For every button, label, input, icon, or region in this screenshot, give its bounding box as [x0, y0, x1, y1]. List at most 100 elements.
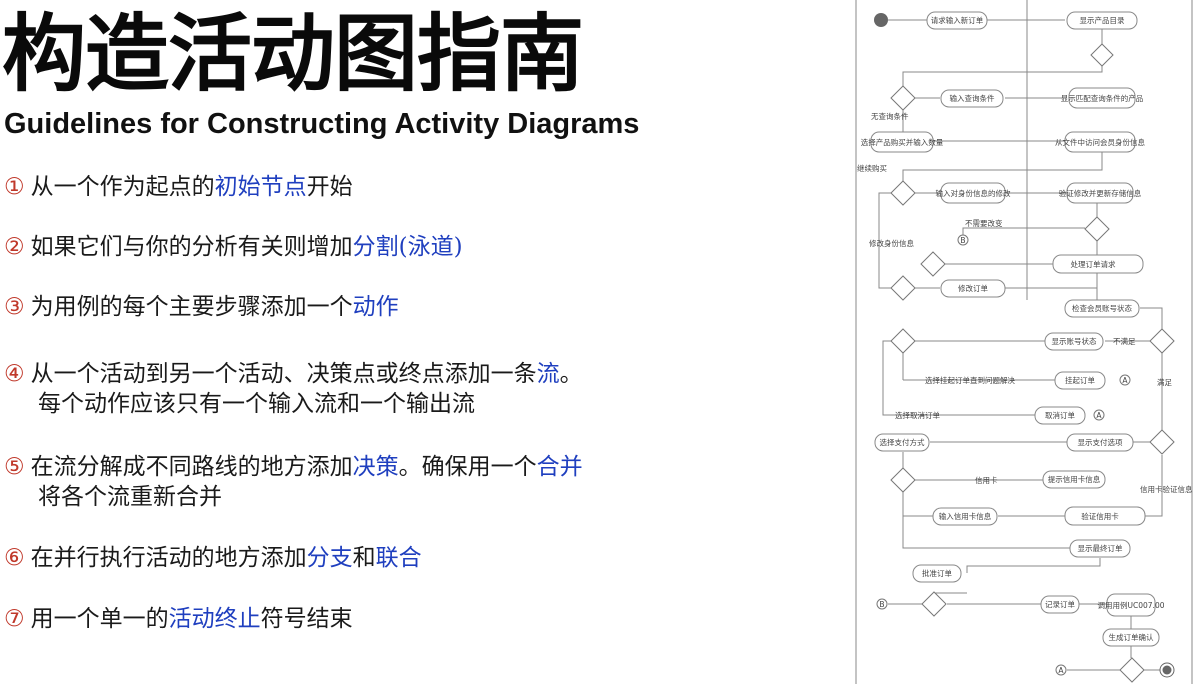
action-node [912, 564, 962, 583]
connector-label: A [1058, 666, 1064, 675]
connector-node [876, 598, 888, 610]
action-label: 生成订单确认 [1109, 632, 1154, 642]
step-keyword: 合并 [536, 454, 583, 480]
page-subtitle: Guidelines for Constructing Activity Dia… [4, 108, 640, 140]
action-label: 选择支付方式 [880, 437, 925, 447]
guard-label: 信用卡 [975, 475, 998, 485]
step-text: 在流分解成不同路线的地方添加 [30, 454, 353, 480]
action-node [1106, 593, 1156, 617]
step-keyword: 流 [536, 361, 560, 387]
action-node [940, 182, 1006, 204]
action-label: 输入查询条件 [950, 93, 995, 103]
action-label: 请求输入新订单 [931, 15, 984, 25]
action-node [1044, 332, 1104, 351]
step-keyword: 初始节点 [214, 174, 307, 200]
flow-labels: 无查询条件 继续购买 不需要改变 修改身份信息 不满足 满足 选择挂起订单直到问… [857, 111, 1193, 494]
action-node [940, 279, 1006, 298]
connector-node [1055, 664, 1067, 676]
step-number: ② [4, 234, 25, 260]
guard-label: 不满足 [1113, 336, 1136, 346]
decision-node [890, 85, 916, 111]
step-number: ⑥ [4, 545, 25, 571]
action-node [1066, 433, 1134, 452]
step-text: 为用例的每个主要步骤添加一个 [30, 294, 353, 320]
step-text: 从一个活动到另一个活动、决策点或终点添加一条 [30, 361, 537, 387]
step-text: 。确保用一个 [398, 454, 537, 480]
action-node [874, 433, 930, 452]
action-label: 调用用例UC007.00 [1098, 600, 1165, 610]
decision-node [1149, 328, 1175, 354]
step-keyword: 分割(泳道) [352, 234, 463, 260]
decision-nodes [890, 43, 1175, 683]
page-title: 构造活动图指南 [2, 5, 584, 103]
guard-label: 无查询条件 [871, 111, 909, 121]
step-number: ⑦ [4, 606, 25, 632]
guard-label: 继续购买 [857, 163, 887, 173]
decision-node [890, 467, 916, 493]
action-node [1066, 11, 1138, 30]
step-text: 在并行执行活动的地方添加 [30, 545, 307, 571]
connector-label: A [1122, 376, 1128, 385]
action-node [870, 131, 934, 153]
action-node [940, 89, 1004, 108]
guard-label: 选择取消订单 [895, 410, 940, 420]
step-keyword: 活动终止 [168, 606, 261, 632]
step-text: 开始 [306, 174, 353, 200]
action-label: 验证修改并更新存储信息 [1059, 188, 1142, 198]
action-label: 修改订单 [958, 283, 988, 293]
action-node [1040, 595, 1080, 614]
action-node [1068, 87, 1136, 109]
action-label: 显示账号状态 [1052, 336, 1097, 346]
step-text: 用一个单一的 [30, 606, 169, 632]
connector-label: B [879, 600, 884, 609]
step-number: ① [4, 174, 25, 200]
decision-node [921, 591, 947, 617]
action-node [1064, 299, 1140, 318]
guard-label: 不需要改变 [965, 218, 1003, 228]
decision-node [1084, 216, 1110, 242]
action-label: 取消订单 [1045, 410, 1075, 420]
flow-lines [878, 19, 1163, 671]
step-keyword: 分支 [306, 545, 353, 571]
action-label: 输入对身份信息的修改 [936, 188, 1011, 198]
action-label: 显示产品目录 [1080, 15, 1125, 25]
step-text: 从一个作为起点的 [30, 174, 215, 200]
action-label: 处理订单请求 [1071, 259, 1116, 269]
decision-node [1090, 43, 1114, 67]
decision-node [890, 328, 916, 354]
step-number: ③ [4, 294, 25, 320]
step-continuation: 每个动作应该只有一个输入流和一个输出流 [38, 391, 475, 417]
step-keyword: 联合 [375, 545, 422, 571]
action-label: 从文件中访问会员身份信息 [1055, 137, 1145, 147]
step-number: ④ [4, 361, 25, 387]
action-node [1066, 182, 1134, 204]
action-node [1064, 506, 1146, 526]
step-text: 如果它们与你的分析有关则增加 [30, 234, 353, 260]
step-number: ⑤ [4, 454, 25, 480]
action-label: 记录订单 [1045, 599, 1075, 609]
step-text: 符号结束 [260, 606, 353, 632]
action-label: 显示匹配查询条件的产品 [1061, 93, 1144, 103]
connector-label: B [960, 236, 965, 245]
action-label: 检查会员账号状态 [1072, 303, 1132, 313]
guard-label: 信用卡验证信息 [1140, 484, 1193, 494]
action-node [926, 11, 988, 30]
step-continuation: 将各个流重新合并 [38, 484, 222, 510]
action-node [1042, 470, 1106, 489]
action-label: 批准订单 [922, 568, 952, 578]
decision-node [1119, 657, 1145, 683]
action-node [1052, 254, 1144, 274]
step-keyword: 动作 [352, 294, 399, 320]
action-node [1064, 131, 1136, 153]
action-label: 输入信用卡信息 [939, 511, 992, 521]
action-label: 选择产品购买并输入数量 [861, 137, 944, 147]
guard-label: 修改身份信息 [869, 238, 914, 248]
action-node [1054, 371, 1106, 390]
